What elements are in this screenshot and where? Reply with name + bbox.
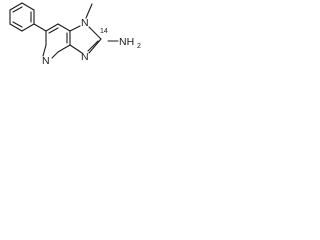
bond (21, 2, 35, 11)
bond (45, 23, 59, 32)
pyridine-ring (42, 23, 71, 59)
amine-subscript: 2 (137, 43, 141, 50)
bond (9, 2, 23, 11)
bond (21, 23, 35, 32)
double-bond (12, 21, 23, 28)
bond (9, 23, 23, 32)
amine-label: NH (119, 36, 134, 48)
bond (33, 23, 47, 32)
phenyl-ring (9, 2, 35, 32)
n-pyridine-label: N (42, 55, 50, 67)
bond (57, 23, 71, 32)
bond (57, 44, 71, 53)
bond (51, 51, 59, 59)
chemical-structure: N 14 NH 2 N N (9, 2, 141, 67)
n-methyl-label: N (81, 17, 89, 29)
double-bond (87, 40, 99, 52)
isotope-14-label: 14 (100, 28, 108, 35)
bond (69, 44, 83, 54)
bond (42, 44, 47, 57)
bond (88, 26, 102, 40)
double-bond (12, 6, 23, 13)
bond (69, 25, 81, 32)
methyl-bond (85, 3, 93, 19)
bond (88, 38, 102, 54)
imidazole-ring (69, 25, 102, 54)
double-bond (48, 27, 59, 34)
n-imidazole-label: N (81, 51, 89, 63)
